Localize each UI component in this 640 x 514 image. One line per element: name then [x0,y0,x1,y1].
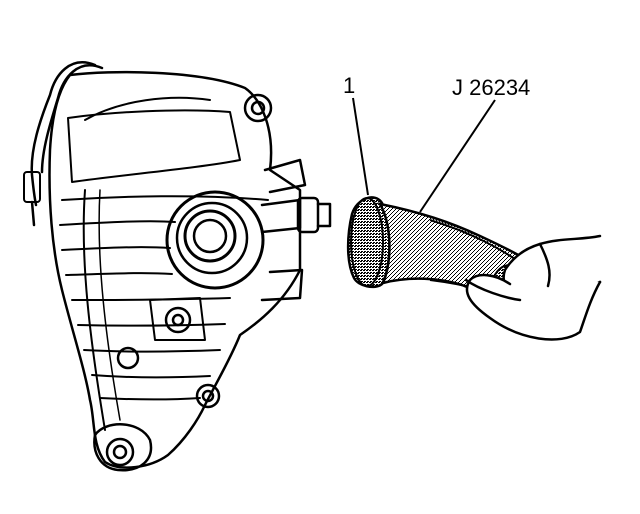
callout-item-1: 1 [343,73,356,98]
hand [464,234,602,341]
differential-housing [48,70,332,472]
vent-hose [23,61,104,227]
leader-line-tool [419,99,496,213]
leader-line-item-1 [352,97,369,196]
callout-tool-j26234: J 26234 [452,75,531,100]
